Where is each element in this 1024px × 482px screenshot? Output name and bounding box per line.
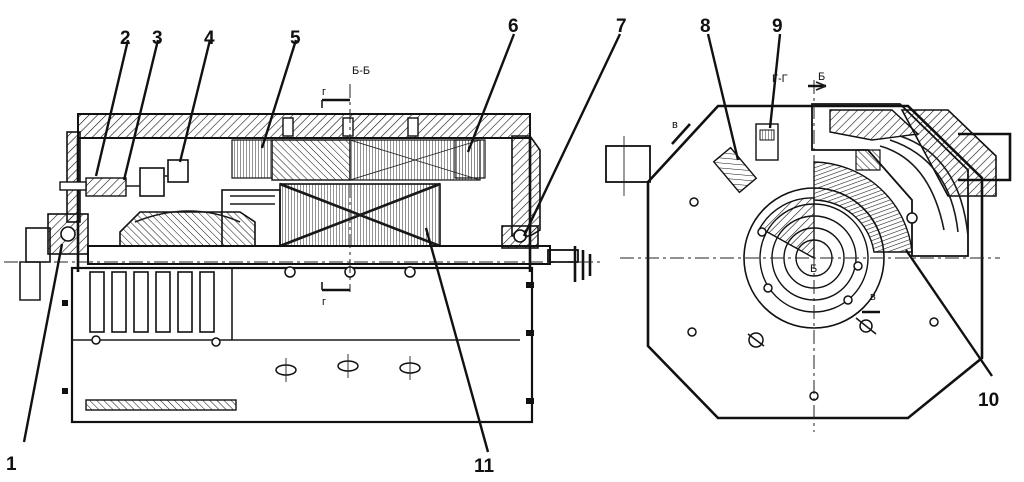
callout-4: 4 xyxy=(204,28,215,49)
callout-8: 8 xyxy=(700,16,711,37)
housing-lower xyxy=(62,266,534,424)
commutator xyxy=(119,189,281,247)
callout-3: 3 xyxy=(152,28,163,49)
armature-core xyxy=(279,139,481,248)
section-title-bb: Б-Б xyxy=(352,65,370,77)
callout-6: 6 xyxy=(508,16,519,37)
callout-5: 5 xyxy=(290,28,301,49)
section-mark-g-bottom: г xyxy=(322,296,326,308)
housing-top xyxy=(77,113,531,139)
end-shield-right xyxy=(511,135,541,237)
stator-core xyxy=(271,139,351,181)
section-mark-b-center: Б xyxy=(810,263,817,275)
callout-10: 10 xyxy=(978,390,999,411)
section-mark-g-top: г xyxy=(322,86,326,98)
callout-labels: 1 2 3 4 5 6 7 8 9 10 11 xyxy=(6,16,999,477)
shaft xyxy=(87,245,592,282)
brush-holder-8 xyxy=(712,123,779,194)
end-view: Б Б Г-Г в в xyxy=(605,71,1012,432)
bearing-right xyxy=(501,225,539,249)
callout-2: 2 xyxy=(120,28,131,49)
callout-9: 9 xyxy=(772,16,783,37)
callout-1: 1 xyxy=(6,454,17,475)
section-mark-b-top: Б xyxy=(818,71,825,83)
leader-lines xyxy=(22,33,993,453)
section-mark-v-bottom: в xyxy=(870,291,876,303)
bearing-left xyxy=(19,213,89,301)
section-mark-v-top: в xyxy=(672,119,678,131)
callout-11: 11 xyxy=(474,456,495,477)
longitudinal-section-view: г г Б-Б xyxy=(4,65,600,424)
callout-7: 7 xyxy=(616,16,627,37)
